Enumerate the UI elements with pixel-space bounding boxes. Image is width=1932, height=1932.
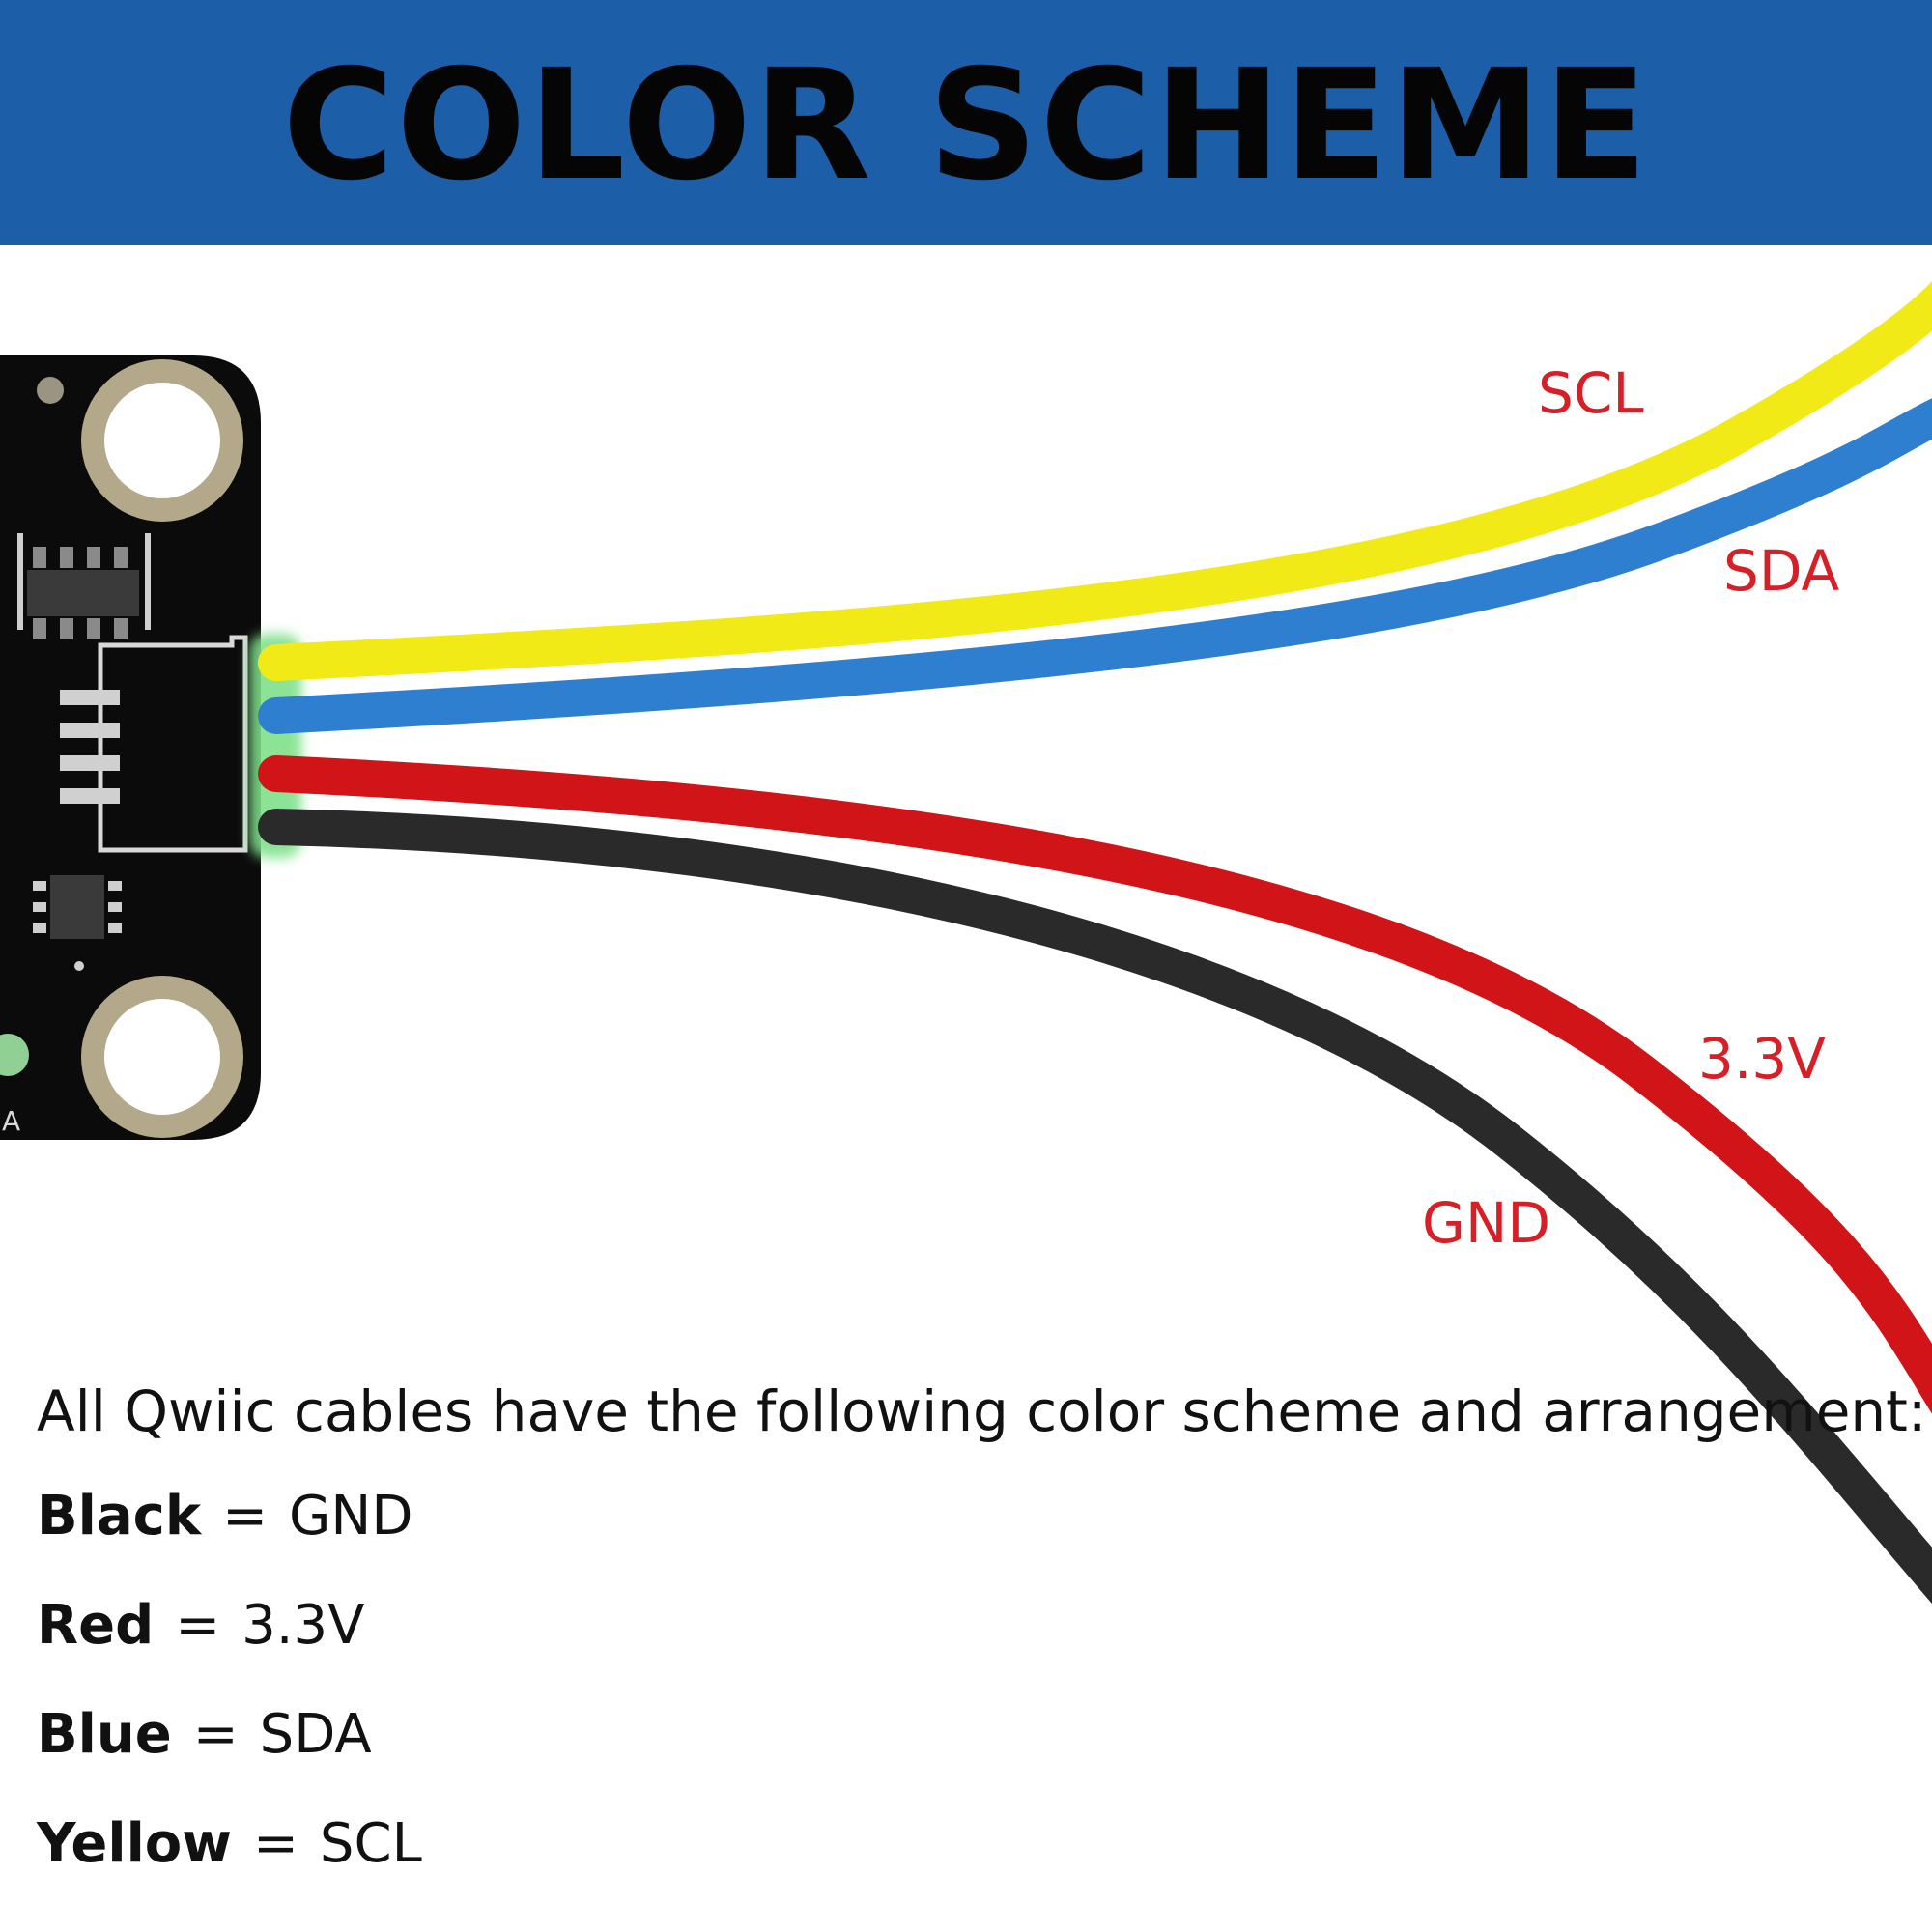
chip-bottom: [33, 875, 122, 971]
legend-row-black: Black=GND: [37, 1490, 1872, 1544]
wires: [258, 281, 1932, 1605]
mounting-hole-top: [81, 359, 243, 522]
left-pad: [0, 1034, 29, 1076]
chip-top: [17, 533, 151, 639]
legend-signal: 3.3V: [242, 1594, 365, 1657]
legend-intro: All Qwiic cables have the following colo…: [37, 1378, 1927, 1444]
legend-equals: =: [222, 1485, 269, 1548]
legend-color-name: Black: [37, 1485, 202, 1548]
legend-row-blue: Blue=SDA: [37, 1708, 1872, 1762]
wire-label-3v3: 3.3V: [1698, 1026, 1826, 1092]
breakout-board: A: [0, 355, 261, 1140]
legend-equals: =: [175, 1594, 221, 1657]
mounting-hole-bottom: [81, 976, 243, 1138]
legend-row-yellow: Yellow=SCL: [37, 1817, 1872, 1871]
color-legend: All Qwiic cables have the following colo…: [37, 1378, 1927, 1926]
page-title: COLOR SCHEME: [282, 37, 1650, 214]
legend-color-name: Red: [37, 1594, 155, 1657]
fiducial-dot: [37, 377, 64, 404]
legend-color-name: Blue: [37, 1703, 172, 1766]
legend-row-red: Red=3.3V: [37, 1599, 1872, 1653]
wire-red: [258, 755, 1932, 1414]
wire-label-sda: SDA: [1723, 538, 1840, 604]
connector-glow: [249, 634, 301, 858]
qwiic-connector: [60, 635, 248, 853]
legend-color-name: Yellow: [37, 1812, 232, 1875]
wire-label-scl: SCL: [1538, 360, 1644, 426]
legend-signal: GND: [289, 1485, 413, 1548]
legend-equals: =: [253, 1812, 298, 1875]
legend-signal: SDA: [259, 1703, 372, 1766]
wire-label-gnd: GND: [1422, 1190, 1550, 1256]
legend-equals: =: [192, 1703, 239, 1766]
wire-yellow: [258, 281, 1932, 681]
wire-black: [258, 809, 1932, 1605]
header-banner: COLOR SCHEME: [0, 0, 1932, 245]
wire-blue: [258, 398, 1932, 734]
legend-signal: SCL: [319, 1812, 422, 1875]
silkscreen-text: A: [2, 1105, 20, 1137]
